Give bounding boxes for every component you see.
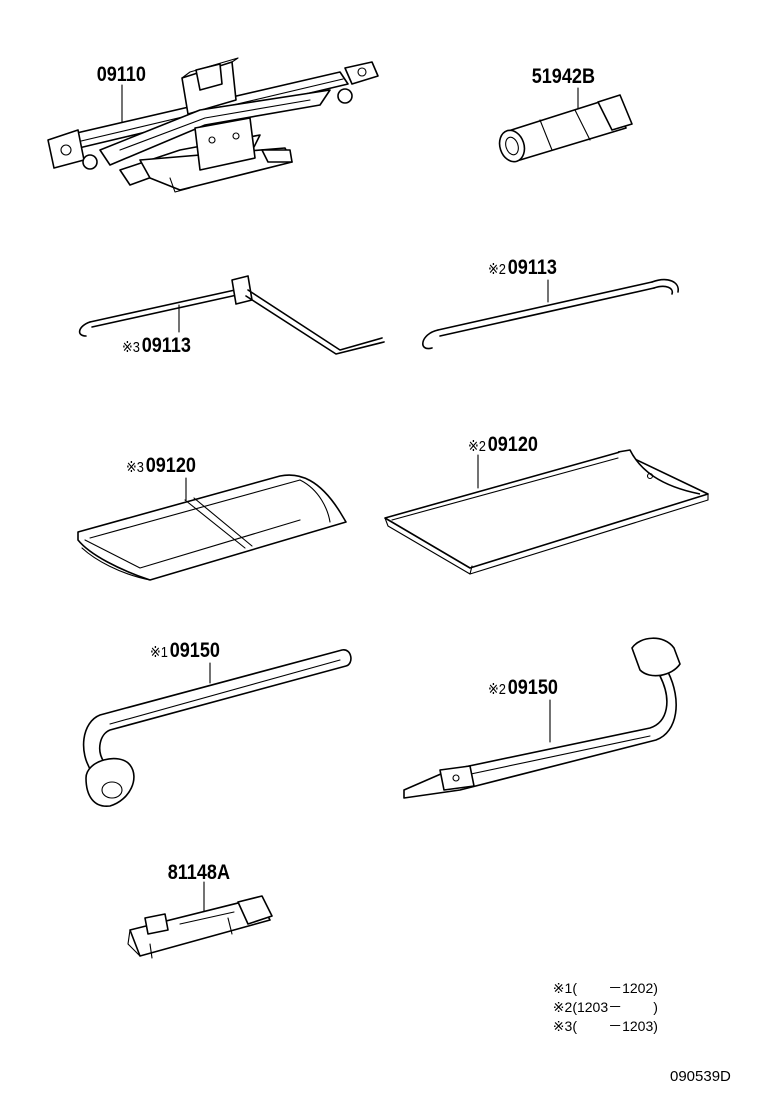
number-bag-b: 09120	[487, 433, 538, 456]
mark-wrench-b: ※2	[488, 681, 506, 698]
number-socket: 51942B	[531, 65, 595, 88]
mark-bag-b: ※2	[468, 438, 486, 455]
number-wrench-b: 09150	[507, 676, 558, 699]
number-jack: 09110	[96, 63, 146, 86]
part-label-adapter: 81148A	[166, 862, 230, 883]
note-2-text: (1203－ )	[572, 999, 658, 1015]
part-label-bag-a: ※309120	[126, 455, 196, 476]
part-label-handle-a: ※309113	[122, 335, 191, 356]
part-label-bag-b: ※209120	[468, 434, 538, 455]
note-3-text: ( －1203)	[572, 1018, 658, 1034]
socket-tube-drawing	[498, 87, 633, 163]
part-label-socket: 51942B	[530, 66, 595, 87]
note-1-mark: ※1	[552, 980, 573, 996]
mark-handle-b: ※2	[488, 261, 506, 278]
note-1: ※1( －1202)	[545, 967, 658, 995]
document-id: 090539D	[670, 1068, 731, 1085]
part-label-handle-b: ※209113	[488, 257, 557, 278]
note-3: ※3( －1203)	[545, 1005, 658, 1033]
note-2: ※2(1203－ )	[545, 986, 658, 1014]
scissor-jack-drawing	[47, 57, 379, 193]
note-2-mark: ※2	[552, 999, 573, 1015]
jack-handle-b-drawing	[422, 278, 679, 350]
number-handle-b: 09113	[507, 256, 557, 279]
tool-bag-b-drawing	[384, 449, 709, 575]
jack-handle-a-drawing	[78, 275, 385, 355]
number-bag-a: 09120	[145, 454, 196, 477]
part-label-wrench-b: ※209150	[488, 677, 558, 698]
note-1-text: ( －1202)	[572, 980, 658, 996]
number-wrench-a: 09150	[169, 639, 220, 662]
lug-wrench-b-drawing	[403, 637, 681, 799]
part-label-jack: 09110	[95, 64, 146, 85]
adapter-drawing	[127, 881, 273, 959]
number-adapter: 81148A	[167, 861, 230, 884]
mark-handle-a: ※3	[122, 339, 140, 356]
tool-bag-a-drawing	[77, 474, 347, 581]
mark-bag-a: ※3	[126, 459, 144, 476]
note-3-mark: ※3	[552, 1018, 573, 1034]
mark-wrench-a: ※1	[150, 644, 168, 661]
lug-wrench-a-drawing	[82, 649, 352, 807]
number-handle-a: 09113	[141, 334, 191, 357]
part-label-wrench-a: ※109150	[150, 640, 220, 661]
